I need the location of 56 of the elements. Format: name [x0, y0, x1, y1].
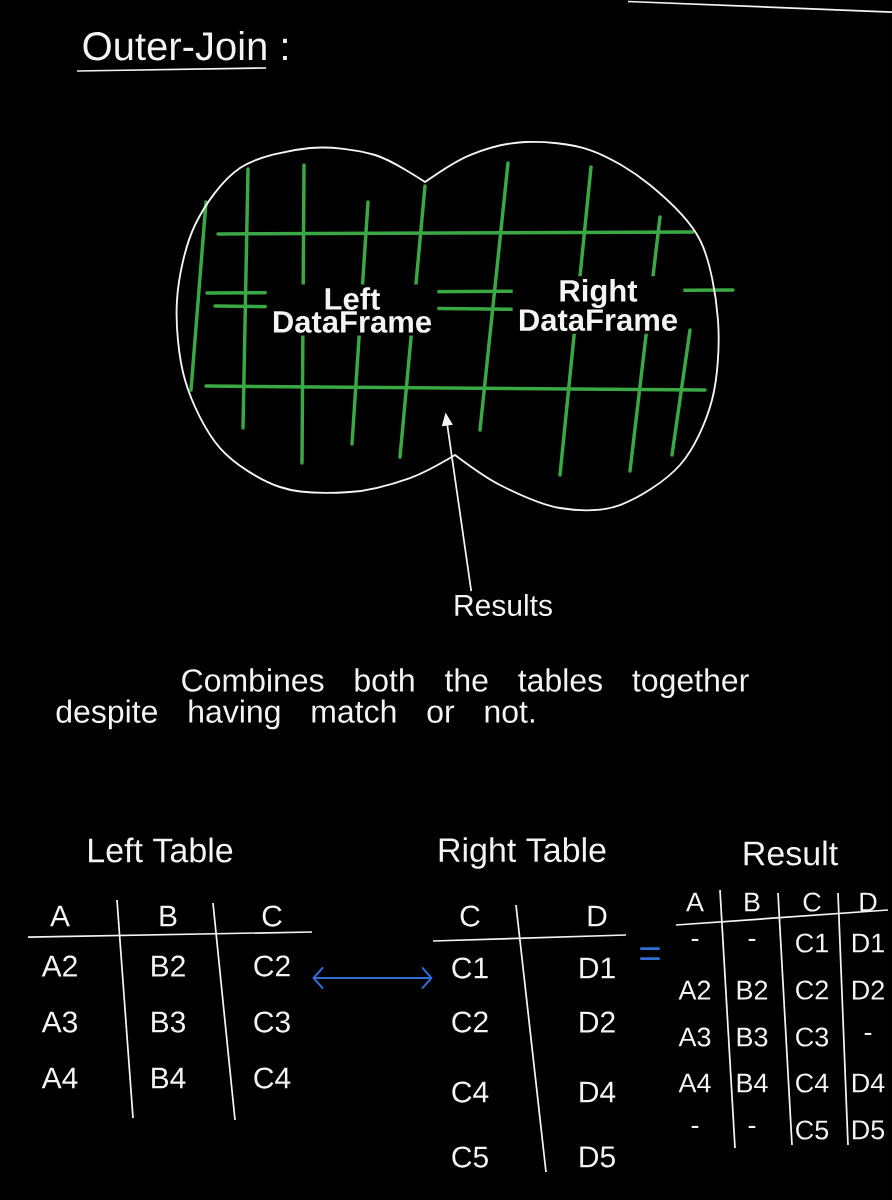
- table-value: D5: [580, 1146, 615, 1168]
- title: Outer-Join :: [83, 31, 287, 61]
- table-value: C4: [796, 1073, 829, 1093]
- callout-text: Results: [455, 594, 552, 616]
- table-value: D4: [852, 1073, 885, 1093]
- table-value: A2: [41, 955, 77, 977]
- table-value: B3: [737, 1027, 768, 1047]
- table-value: A3: [678, 1027, 711, 1047]
- table-value: D2: [580, 1011, 615, 1033]
- table-value: B4: [737, 1073, 768, 1093]
- table-value: C3: [796, 1027, 829, 1047]
- table-value: -: [864, 1032, 872, 1035]
- column-header: D: [588, 905, 607, 927]
- table-value: D4: [580, 1081, 616, 1103]
- table-title: Left Table: [89, 837, 233, 863]
- table-value: C1: [452, 957, 488, 979]
- table-value: D2: [852, 980, 884, 1000]
- table-value: D1: [580, 957, 615, 979]
- region-label: Right DataFrame: [512, 276, 684, 334]
- table-value: C2: [254, 955, 290, 977]
- region-label: Left DataFrame: [266, 284, 438, 336]
- table-value: -: [691, 1125, 699, 1128]
- double-arrow: [312, 966, 433, 990]
- table-value: C2: [452, 1011, 488, 1033]
- column-header: B: [160, 905, 177, 927]
- table-value: C3: [254, 1011, 290, 1033]
- table-value: B2: [152, 955, 185, 977]
- equals-sign: =: [640, 947, 660, 961]
- table-value: -: [748, 938, 756, 941]
- column-header: C: [262, 905, 282, 927]
- table-value: A4: [678, 1073, 711, 1093]
- table-title: Right Table: [439, 837, 606, 869]
- column-header: A: [50, 905, 70, 927]
- table-value: D1: [852, 933, 884, 953]
- table-value: C4: [254, 1067, 291, 1089]
- column-header: D: [860, 892, 877, 912]
- table-value: A2: [678, 980, 711, 1000]
- table-value: -: [691, 938, 699, 941]
- table-title: Result: [744, 840, 838, 866]
- column-header: A: [686, 892, 704, 912]
- table-value: A4: [41, 1067, 78, 1089]
- column-header: C: [803, 892, 821, 912]
- table-value: B2: [737, 980, 768, 1000]
- column-header: C: [460, 905, 480, 927]
- note-text: Combines both the tables together despite having match or not.: [56, 668, 749, 730]
- column-header: B: [745, 892, 760, 912]
- table-value: C5: [452, 1146, 488, 1168]
- table-value: C5: [796, 1120, 829, 1140]
- table-value: C4: [452, 1081, 489, 1103]
- table-value: D5: [852, 1120, 885, 1140]
- table-value: A3: [41, 1011, 78, 1033]
- table-value: C1: [796, 933, 828, 953]
- table-value: -: [748, 1125, 756, 1128]
- table-value: B3: [152, 1011, 186, 1033]
- table-value: B4: [152, 1067, 186, 1089]
- table-value: C2: [796, 980, 828, 1000]
